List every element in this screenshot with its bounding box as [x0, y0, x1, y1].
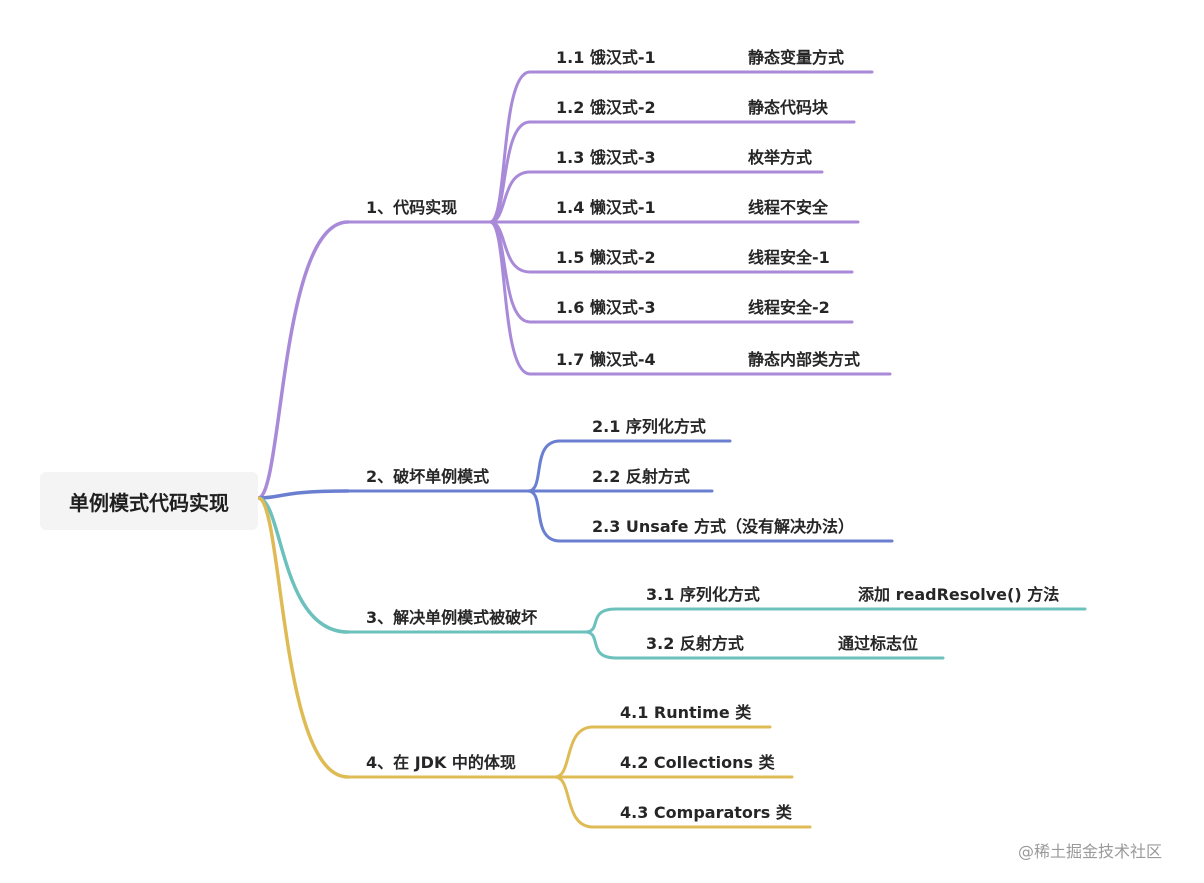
child-label[interactable]: 2.2 反射方式: [592, 467, 690, 486]
child-connector: [553, 725, 595, 779]
child-label[interactable]: 4.3 Comparators 类: [620, 803, 792, 822]
branch-label[interactable]: 4、在 JDK 中的体现: [366, 753, 516, 772]
child-note[interactable]: 静态内部类方式: [748, 350, 861, 369]
child-label[interactable]: 1.7 懒汉式-4: [556, 350, 656, 369]
child-note[interactable]: 静态代码块: [748, 98, 829, 117]
child-label[interactable]: 3.2 反射方式: [646, 634, 744, 653]
child-label[interactable]: 1.2 饿汉式-2: [556, 98, 656, 117]
branch-label[interactable]: 1、代码实现: [366, 198, 458, 217]
child-connector: [526, 489, 562, 543]
child-label[interactable]: 1.5 懒汉式-2: [556, 248, 656, 267]
branch-connector: [256, 496, 350, 779]
child-note[interactable]: 静态变量方式: [748, 48, 845, 67]
watermark: @稀土掘金技术社区: [1018, 842, 1163, 861]
child-label[interactable]: 1.3 饿汉式-3: [556, 148, 656, 167]
child-label[interactable]: 2.3 Unsafe 方式（没有解决办法）: [592, 517, 855, 536]
branch-connector: [256, 489, 350, 500]
child-note[interactable]: 线程安全-1: [748, 248, 830, 267]
child-connector: [488, 120, 532, 224]
child-label[interactable]: 1.6 懒汉式-3: [556, 298, 656, 317]
child-label[interactable]: 3.1 序列化方式: [646, 585, 760, 604]
child-label[interactable]: 2.1 序列化方式: [592, 417, 706, 436]
child-label[interactable]: 1.1 饿汉式-1: [556, 48, 656, 67]
child-connector: [488, 220, 532, 376]
root-node-label: 单例模式代码实现: [69, 490, 229, 515]
branch-connector: [256, 220, 350, 500]
branch-connector: [256, 496, 350, 634]
child-note[interactable]: 通过标志位: [838, 634, 919, 653]
child-connector: [526, 439, 562, 493]
child-note[interactable]: 线程不安全: [748, 198, 829, 217]
child-connector: [583, 630, 618, 660]
child-label[interactable]: 1.4 懒汉式-1: [556, 198, 656, 217]
child-label[interactable]: 4.1 Runtime 类: [620, 703, 752, 722]
branch-label[interactable]: 3、解决单例模式被破坏: [366, 608, 538, 627]
child-note[interactable]: 枚举方式: [748, 148, 813, 167]
child-connector: [583, 607, 618, 634]
child-connector: [553, 775, 595, 829]
branch-label[interactable]: 2、破坏单例模式: [366, 467, 490, 486]
root-node[interactable]: 单例模式代码实现: [40, 472, 258, 530]
child-label[interactable]: 4.2 Collections 类: [620, 753, 775, 772]
child-note[interactable]: 添加 readResolve() 方法: [858, 585, 1060, 604]
child-note[interactable]: 线程安全-2: [748, 298, 830, 317]
